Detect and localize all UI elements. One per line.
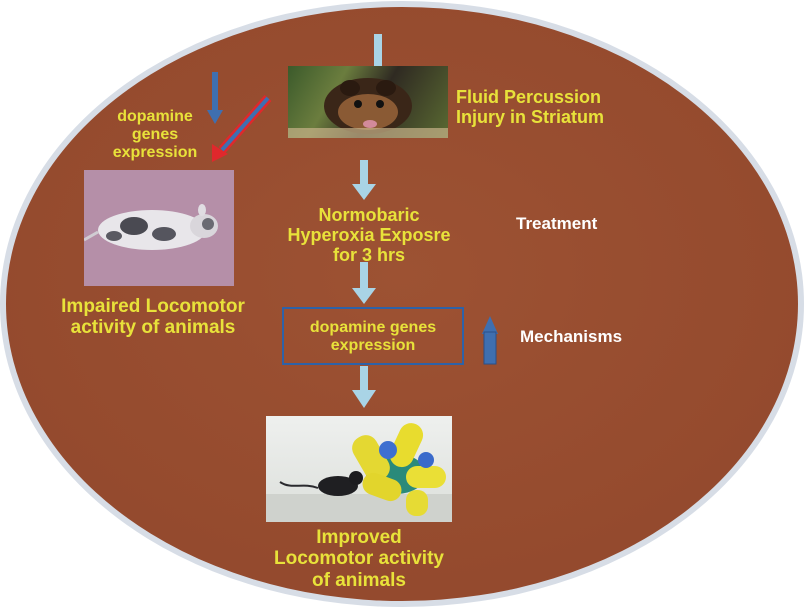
dopamine-decrease-line1: dopamine [117,108,193,125]
impaired-mouse-photo-icon [84,170,234,286]
diagonal-red-arrow [212,95,272,162]
mechanism-box-line2: expression [330,336,416,354]
normobaric-line1: Normobaric [318,205,420,225]
normobaric-label: Normobaric Hyperoxia Exposre for 3 hrs [256,205,482,265]
normobaric-line3: for 3 hrs [332,245,406,266]
mouse-with-toy-photo-icon [266,416,452,522]
impaired-label-line1: Impaired Locomotor [61,296,245,317]
improved-label: Improved Locomotor activity of animals [246,527,472,591]
dopamine-decrease-label: dopamine genes expression [100,108,210,162]
treatment-label: Treatment [516,214,598,233]
injury-label: Fluid Percussion Injury in Striatum [456,87,646,127]
impaired-label-line2: activity of animals [70,317,236,339]
impaired-label: Impaired Locomotor activity of animals [38,296,268,339]
improved-line3: of animals [312,569,406,591]
dopamine-decrease-line3: expression [112,143,198,161]
normobaric-line2: Hyperoxia Exposre [287,225,451,246]
mechanism-increase-arrow [482,316,498,365]
dopamine-decrease-arrow [207,72,223,124]
improved-line2: Locomotor activity [274,548,444,570]
injury-label-line2: Injury in Striatum [456,107,605,128]
hamster-photo-icon [288,66,448,138]
mechanisms-label: Mechanisms [520,327,623,346]
arrow-mechanism-to-improved [352,366,376,408]
dopamine-decrease-line2: genes [131,125,179,143]
mechanism-box [282,307,464,365]
mechanism-box-label: dopamine genes expression [284,319,462,355]
arrow-treatment-to-mechanism [352,262,376,304]
injury-label-line1: Fluid Percussion [456,87,602,107]
improved-line1: Improved [316,527,402,548]
mechanism-box-line1: dopamine genes [309,319,437,336]
arrow-injury-to-treatment [352,160,376,200]
background-ellipse [6,7,798,601]
